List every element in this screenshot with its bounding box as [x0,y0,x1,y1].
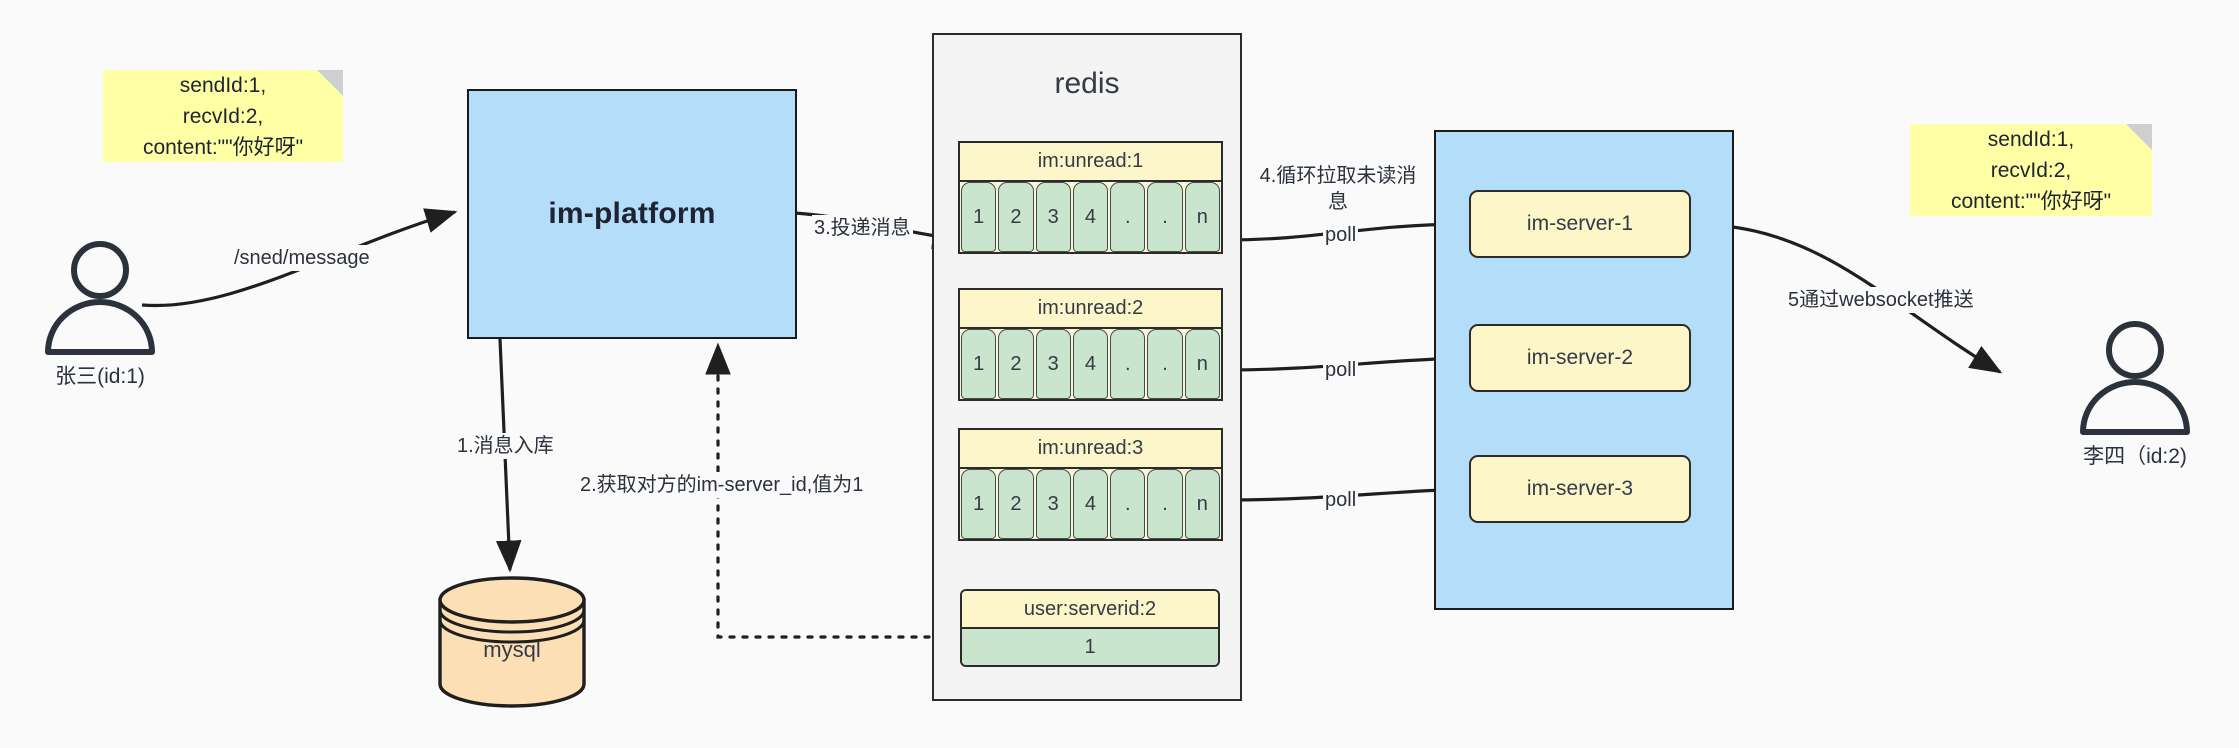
edge-label-poll-3: poll [1323,487,1359,513]
redis-cell: . [1147,182,1183,252]
redis-cell: n [1184,469,1220,539]
actor-sender-label: 张三(id:1) [55,365,145,388]
redis-cell: 1 [961,469,997,539]
edge-label-step2: 2.获取对方的im-server_id,值为1 [578,472,866,498]
actor-receiver-label: 李四（id:2) [2083,445,2187,468]
redis-cell: . [1147,329,1183,399]
im-server-3-label: im-server-3 [1526,477,1634,500]
note-left: sendId:1, recvId:2, content:""你好呀" [103,70,343,162]
edge-label-poll-2: poll [1323,357,1359,383]
im-server-2-box[interactable]: im-server-2 [1469,324,1691,392]
redis-title: redis [1054,67,1120,100]
edge-label-poll-1: poll [1323,222,1359,248]
im-platform-label: im-platform [548,197,716,230]
redis-list-key: im:unread:1 [960,143,1221,182]
redis-cell: n [1184,329,1220,399]
mysql-node[interactable]: mysql [432,572,592,712]
actor-receiver: 李四（id:2) [2070,320,2200,468]
redis-cell: 2 [998,182,1034,252]
redis-list-key: im:unread:2 [960,290,1221,329]
redis-cell: . [1110,182,1146,252]
redis-cell: 1 [961,182,997,252]
mysql-label: mysql [483,637,541,663]
note-fold-icon [2126,124,2152,150]
edge-label-step5: 5通过websocket推送 [1786,287,1976,313]
redis-cell: n [1184,182,1220,252]
redis-cell: . [1147,469,1183,539]
note-right-text: sendId:1, recvId:2, content:""你好呀" [1950,127,2112,213]
redis-cell: 1 [961,329,997,399]
edge-label-step4: 4.循环拉取未读消 息 [1256,163,1420,215]
redis-list-im-unread-3[interactable]: im:unread:3 1 2 3 4 . . n [958,428,1223,541]
redis-cell: 4 [1072,329,1109,399]
redis-list-im-unread-1[interactable]: im:unread:1 1 2 3 4 . . n [958,141,1223,254]
edge-label-step3: 3.投递消息 [812,215,913,241]
redis-list-key: im:unread:3 [960,430,1221,469]
redis-cell: 4 [1072,182,1109,252]
im-server-1-box[interactable]: im-server-1 [1469,190,1691,258]
redis-cell: 2 [998,329,1034,399]
user-icon [2080,321,2190,435]
redis-list-cells: 1 2 3 4 . . n [960,469,1221,539]
redis-kv-key: user:serverid:2 [962,591,1218,629]
redis-kv-value: 1 [962,629,1218,665]
redis-cell: 3 [1035,329,1071,399]
im-server-3-box[interactable]: im-server-3 [1469,455,1691,523]
edge-label-send-message: /sned/message [232,245,372,271]
redis-list-cells: 1 2 3 4 . . n [960,182,1221,252]
note-fold-icon [317,70,343,96]
redis-list-im-unread-2[interactable]: im:unread:2 1 2 3 4 . . n [958,288,1223,401]
edge-label-step1: 1.消息入库 [455,433,556,459]
im-server-1-label: im-server-1 [1526,212,1634,235]
redis-cell: . [1110,469,1146,539]
redis-cell: 2 [998,469,1034,539]
note-left-text: sendId:1, recvId:2, content:""你好呀" [142,73,304,159]
note-right: sendId:1, recvId:2, content:""你好呀" [1910,124,2152,216]
redis-cell: 3 [1035,182,1071,252]
im-server-2-label: im-server-2 [1526,346,1634,369]
redis-list-cells: 1 2 3 4 . . n [960,329,1221,399]
user-icon [45,241,155,355]
database-cylinder-icon [438,576,586,708]
actor-sender: 张三(id:1) [35,240,165,388]
redis-kv-user-serverid[interactable]: user:serverid:2 1 [960,589,1220,667]
redis-cell: 4 [1072,469,1109,539]
redis-cell: 3 [1035,469,1071,539]
redis-cell: . [1110,329,1146,399]
im-platform-box[interactable]: im-platform [467,89,797,339]
